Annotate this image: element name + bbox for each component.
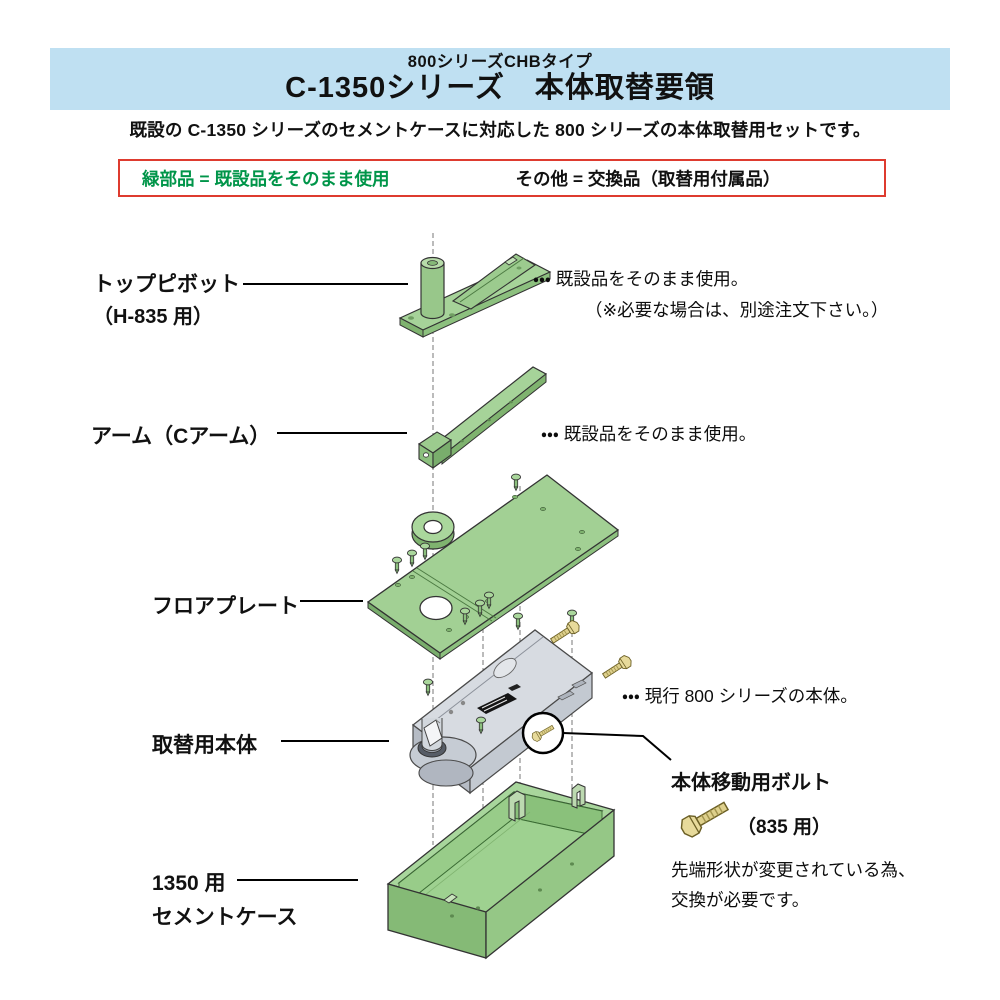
note-top-pivot: ・・・ 既設品をそのまま使用。 [533, 269, 749, 289]
arm-part [417, 366, 548, 470]
legend-other-parts: その他 = 交換品（取替用付属品） [515, 168, 781, 189]
floor-plate-part [366, 474, 620, 660]
description-line: 既設の C-1350 シリーズのセメントケースに対応した 800 シリーズの本体… [129, 120, 871, 140]
title-banner: 800シリーズCHBタイプ C-1350シリーズ 本体取替要領 [50, 48, 950, 110]
label-body: 取替用本体 [152, 734, 257, 757]
top-pivot-part [398, 253, 552, 338]
label-floor-plate: フロアプレート [152, 595, 299, 618]
note-body: ・・・ 現行 800 シリーズの本体。 [622, 686, 858, 706]
legend-green-parts: 緑部品 = 既設品をそのまま使用 [142, 168, 390, 189]
note-top-pivot-sub: （※必要な場合は、別途注文下さい。） [585, 300, 889, 320]
label-arm: アーム（Cアーム） [91, 425, 271, 448]
series-type-line: 800シリーズCHBタイプ [407, 52, 593, 71]
note-arm: ・・・ 既設品をそのまま使用。 [541, 424, 757, 444]
washer-part [411, 511, 455, 550]
page-title: C-1350シリーズ 本体取替要領 [285, 71, 715, 104]
moving-bolt-size: （835 用） [737, 817, 831, 838]
legend-box: 緑部品 = 既設品をそのまま使用 その他 = 交換品（取替用付属品） [118, 159, 886, 197]
moving-bolt-note-1: 先端形状が変更されている為、 [671, 860, 916, 880]
moving-bolt-title: 本体移動用ボルト [671, 772, 831, 794]
label-cement-case-1: 1350 用 [152, 872, 226, 895]
moving-bolt-callout-circle [521, 711, 565, 755]
leader-lines [237, 283, 672, 881]
label-top-pivot: トップピボット [93, 273, 240, 296]
label-cement-case-2: セメントケース [152, 906, 298, 929]
moving-bolt-note-2: 交換が必要です。 [671, 890, 810, 910]
label-top-pivot-model: （H-835 用） [93, 306, 214, 328]
cement-case-part [386, 781, 616, 960]
moving-bolt-icon [677, 796, 732, 841]
